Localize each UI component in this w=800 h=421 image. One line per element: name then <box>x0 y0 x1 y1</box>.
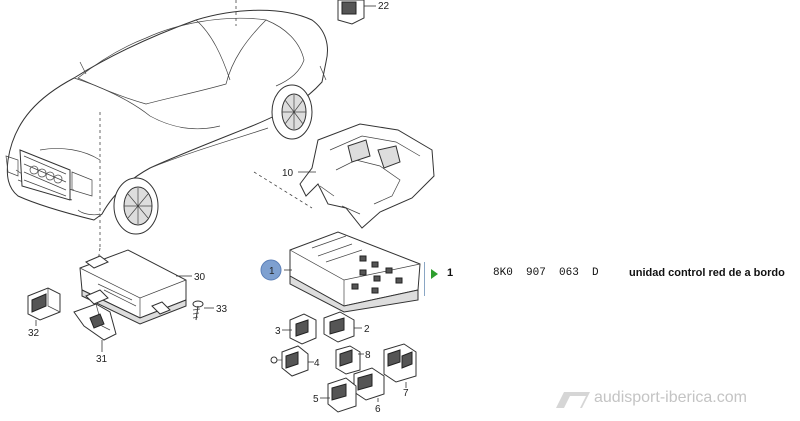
part-3-bracket <box>282 313 317 345</box>
car-illustration <box>5 9 328 235</box>
part-33-screw <box>192 300 214 321</box>
callout-7[interactable]: 7 <box>403 388 409 399</box>
part-30-module <box>79 249 192 325</box>
part-7-connector <box>383 343 417 388</box>
watermark-text: audisport-iberica.com <box>594 389 747 406</box>
part-6-connector <box>353 367 385 402</box>
part-position: 1 <box>447 267 454 279</box>
part-5-connector <box>320 377 357 413</box>
callout-1[interactable]: 1 <box>269 266 275 277</box>
callout-32[interactable]: 32 <box>28 328 40 339</box>
callout-31[interactable]: 31 <box>96 354 108 365</box>
part-number: 8K0 907 063 D <box>493 267 599 279</box>
part-22-connector <box>337 0 376 25</box>
part-1-control-unit[interactable] <box>284 231 421 313</box>
part-detail-row[interactable]: 1 8K0 907 063 D unidad control red de a … <box>424 262 800 296</box>
watermark: audisport-iberica.com <box>550 389 798 411</box>
callout-10[interactable]: 10 <box>282 168 294 179</box>
part-4-connector <box>270 345 314 377</box>
callout-8[interactable]: 8 <box>365 350 371 361</box>
play-icon <box>431 269 438 279</box>
part-31-bracket <box>73 289 117 352</box>
callout-2[interactable]: 2 <box>364 324 370 335</box>
watermark-logo-icon <box>556 392 590 408</box>
guide-lines <box>97 0 313 263</box>
part-description: unidad control red de a bordo <box>629 267 785 279</box>
callout-3[interactable]: 3 <box>275 326 281 337</box>
callout-6[interactable]: 6 <box>375 404 381 415</box>
callout-1-highlight[interactable] <box>260 259 282 281</box>
part-2-bracket <box>323 311 362 343</box>
callout-4[interactable]: 4 <box>314 358 320 369</box>
part-32-connector <box>27 287 61 326</box>
callout-33[interactable]: 33 <box>216 304 228 315</box>
part-10-bracket <box>298 123 435 229</box>
callout-22[interactable]: 22 <box>378 1 390 12</box>
callout-30[interactable]: 30 <box>194 272 206 283</box>
part-8-connector <box>335 345 364 375</box>
callout-5[interactable]: 5 <box>313 394 319 405</box>
